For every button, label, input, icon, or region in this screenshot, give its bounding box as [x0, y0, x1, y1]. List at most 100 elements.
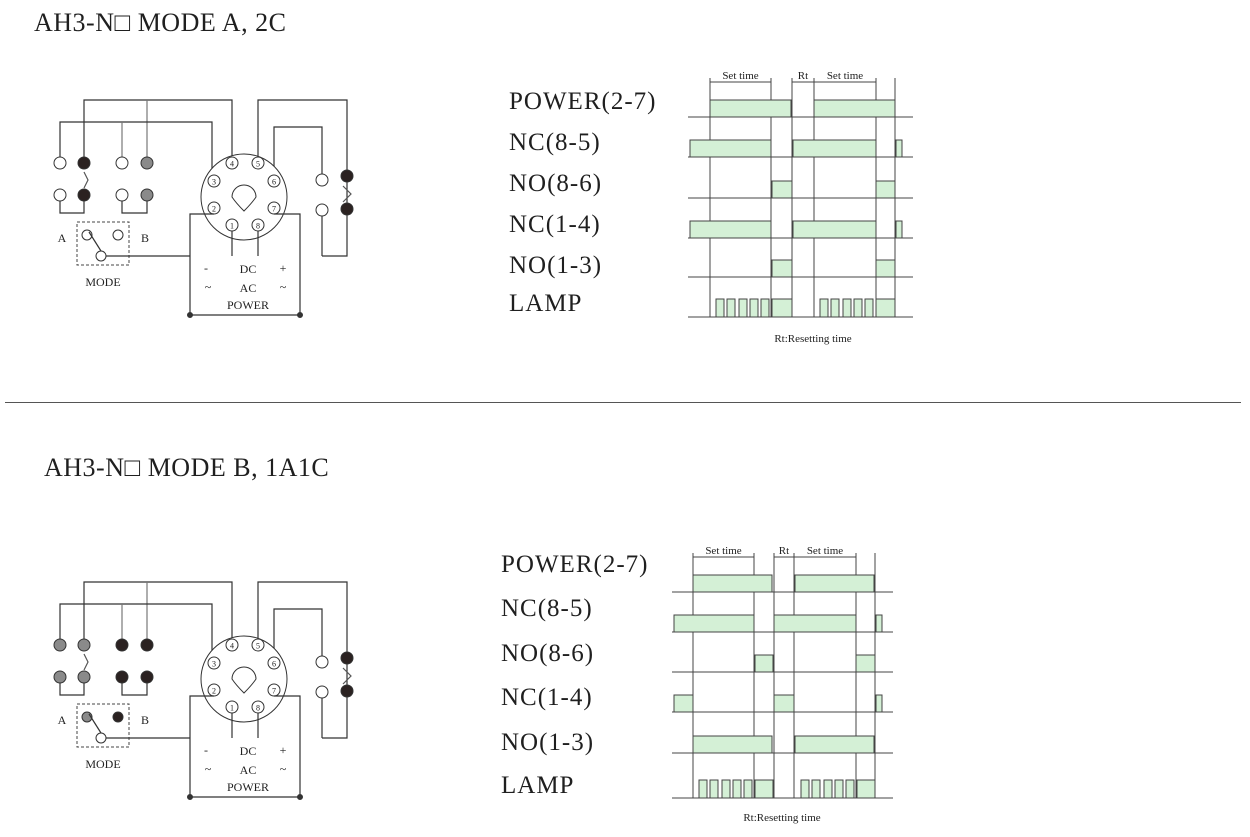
socket-pin-number: 3 [212, 178, 216, 187]
contact-node [140, 638, 154, 652]
terminal-dot [297, 312, 303, 318]
mode-switch-box [76, 221, 130, 266]
contact-node [315, 203, 329, 217]
reset-time-label: Rt [798, 70, 808, 82]
socket-pin-number: 7 [272, 205, 276, 214]
timing-pulse [726, 298, 736, 318]
mode-common-terminal [95, 732, 107, 744]
mode-b-terminal [112, 711, 124, 723]
ac-tilde: ~ [280, 762, 287, 776]
timing-pulse [845, 779, 855, 799]
timing-pulse [749, 298, 759, 318]
timing-pulse [875, 180, 896, 199]
panel-a-signal-label: NC(8-5) [509, 129, 601, 156]
panel-b-signal-label: POWER(2-7) [501, 551, 649, 578]
wire [342, 185, 352, 203]
socket-pin [251, 638, 265, 652]
timing-pulse [698, 779, 708, 799]
timing-pulse [823, 779, 833, 799]
timing-pulse [834, 779, 844, 799]
timing-pulse [754, 654, 774, 673]
timing-pulse [715, 298, 725, 318]
terminal-dot [297, 794, 303, 800]
mode-label: MODE [85, 757, 120, 771]
wire [59, 603, 213, 657]
timing-pulse [771, 298, 793, 318]
timing-pulse [692, 735, 773, 754]
contact-node [77, 188, 91, 202]
wire [121, 683, 148, 696]
socket-pin-number: 6 [272, 178, 276, 187]
contact-node [340, 202, 354, 216]
contact-node [53, 156, 67, 170]
socket-pin-number: 8 [256, 222, 260, 231]
socket-key [231, 666, 257, 694]
timing-pulse [875, 259, 896, 278]
timing-pulse [689, 139, 772, 158]
contact-node [115, 670, 129, 684]
section-divider [5, 402, 1241, 403]
timing-pulse [875, 614, 883, 633]
mode-a-label: A [58, 713, 67, 727]
socket-pin-number: 3 [212, 660, 216, 669]
timing-pulse [800, 779, 810, 799]
contact-node [77, 156, 91, 170]
wire [83, 653, 89, 671]
timing-pulse [738, 298, 748, 318]
timing-pulse [732, 779, 742, 799]
contact-node [140, 156, 154, 170]
dc-plus: + [280, 743, 287, 757]
panel-a-signal-label: NO(1-3) [509, 252, 603, 279]
panel-a-signal-label: NO(8-6) [509, 170, 603, 197]
wire [257, 581, 348, 739]
dc-minus: - [204, 743, 208, 757]
set-time-label: Set time [807, 545, 843, 557]
socket-pin-number: 5 [256, 160, 260, 169]
ac-label: AC [240, 763, 257, 777]
timing-pulse [794, 574, 875, 593]
timing-pulse [743, 779, 753, 799]
terminal-dot [187, 794, 193, 800]
socket-pin [267, 656, 281, 670]
wire [88, 231, 102, 252]
socket-pin [207, 174, 221, 188]
timing-pulse [773, 614, 857, 633]
socket-pin [207, 656, 221, 670]
panel-b-signal-label: NO(1-3) [501, 729, 595, 756]
timing-pulse [771, 180, 793, 199]
set-time-label: Set time [722, 70, 758, 82]
wire [59, 683, 85, 696]
timing-pulse [794, 735, 875, 754]
socket-pin [267, 174, 281, 188]
timing-pulse [895, 139, 903, 158]
ac-label: AC [240, 281, 257, 295]
socket-pin-number: 2 [212, 687, 216, 696]
socket-key [231, 184, 257, 212]
timing-pulse [875, 694, 883, 713]
dc-minus: - [204, 261, 208, 275]
timing-pulse [771, 259, 793, 278]
panel-a-signal-label: LAMP [509, 290, 583, 317]
contact-node [140, 188, 154, 202]
wire [83, 99, 233, 162]
reset-time-label: Rt [779, 545, 789, 557]
contact-node [340, 169, 354, 183]
timing-pulse [792, 220, 877, 239]
mode-b-label: B [141, 713, 149, 727]
contact-node [53, 638, 67, 652]
contact-node [315, 173, 329, 187]
ac-tilde: ~ [205, 762, 212, 776]
contact-node [53, 188, 67, 202]
mode-switch-box [76, 703, 130, 748]
socket-pin-number: 4 [230, 642, 234, 651]
wire [83, 581, 233, 644]
ac-tilde: ~ [280, 280, 287, 294]
timing-pulse [875, 298, 896, 318]
power-label: POWER [227, 780, 269, 794]
wire [121, 201, 148, 214]
timing-pulse [819, 298, 829, 318]
contact-node [77, 638, 91, 652]
